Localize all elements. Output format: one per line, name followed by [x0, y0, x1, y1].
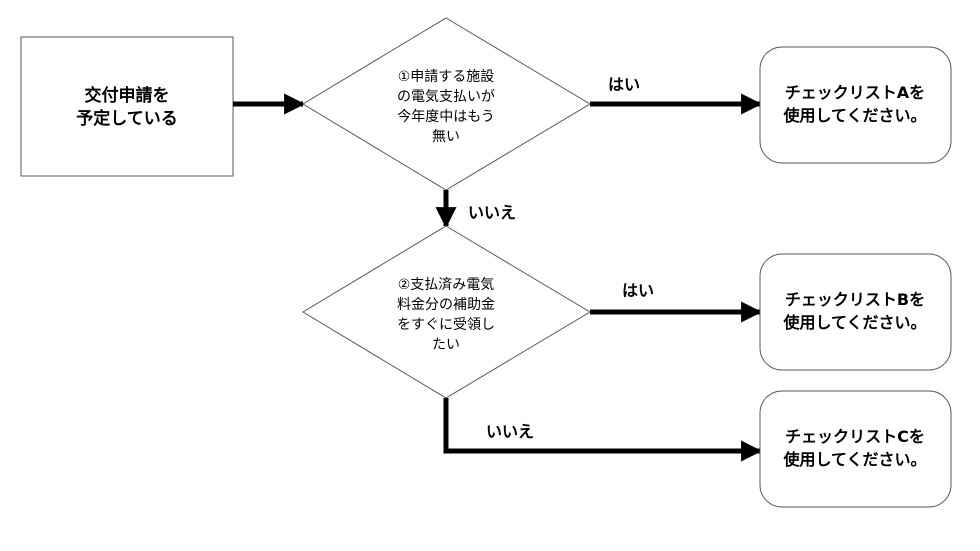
- label-no2: いいえ: [486, 422, 534, 441]
- decision2-line-4: たい: [432, 337, 460, 353]
- decision2-line-1: ②支払済み電気: [398, 277, 495, 293]
- decision1-line-4: 無い: [432, 129, 460, 145]
- label-yes1: はい: [608, 75, 640, 94]
- result-b-line-1: チェックリストBを: [785, 290, 925, 309]
- result-b-box: [759, 253, 952, 371]
- start-box-line-1: 交付申請を: [85, 85, 170, 106]
- decision2-line-3: をすぐに受領し: [397, 316, 495, 333]
- result-b-line-2: 使用してください。: [782, 313, 926, 332]
- result-a-line-1: チェックリストAを: [785, 83, 925, 102]
- label-no1: いいえ: [468, 203, 516, 222]
- start-box: [20, 36, 234, 177]
- result-a-line-2: 使用してください。: [782, 106, 926, 125]
- result-c-line-2: 使用してください。: [782, 450, 926, 469]
- result-c-box: [759, 390, 952, 508]
- decision2-line-2: 料金分の補助金: [397, 297, 495, 313]
- label-yes2: はい: [622, 281, 654, 300]
- start-box-line-2: 予定している: [76, 108, 178, 129]
- decision1-line-3: 今年度中はもう: [397, 109, 495, 125]
- decision1-line-2: の電気支払いが: [397, 89, 495, 105]
- result-a-box: [759, 46, 952, 164]
- result-c-line-1: チェックリストCを: [785, 427, 925, 446]
- decision1-line-1: ①申請する施設: [398, 69, 495, 85]
- arrow-no2-to-result-c: [443, 398, 763, 462]
